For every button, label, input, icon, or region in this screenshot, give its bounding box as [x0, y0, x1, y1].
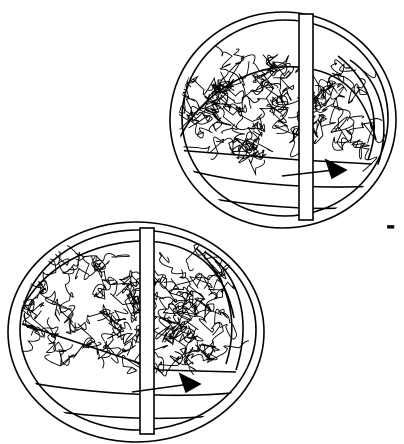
fiber-strand: [327, 75, 345, 99]
fiber-strand: [172, 92, 195, 121]
fiber-strand: [102, 319, 132, 341]
lower-band: [26, 382, 242, 395]
fiber-strand: [184, 317, 198, 353]
fiber-strand: [28, 282, 60, 310]
tangle-fill: [0, 203, 249, 376]
fiber-strand: [103, 341, 135, 356]
fiber-strand: [66, 321, 86, 334]
fiber-strand: [331, 117, 348, 150]
fiber-strand: [52, 203, 83, 260]
fiber-strand: [93, 280, 107, 299]
fiber-strand: [362, 118, 382, 143]
fiber-strand: [45, 291, 59, 321]
tangle-fill: [170, 46, 397, 175]
fiber-strand: [273, 78, 294, 101]
vertical-rod: [140, 228, 154, 434]
vertical-rod: [299, 14, 313, 220]
fiber-strand: [59, 344, 83, 365]
fiber-strand: [186, 244, 221, 271]
tangle-lower-border: [176, 150, 372, 164]
fiber-strand: [60, 274, 75, 322]
lower-ellipse-panel: [0, 203, 264, 442]
separator-mark: -: [386, 209, 395, 240]
fiber-strand: [103, 305, 128, 325]
fiber-strand: [234, 49, 260, 71]
arrowhead: [180, 374, 200, 392]
outer-ring: [170, 12, 396, 228]
fiber-strand: [364, 53, 397, 80]
upper-ellipse-panel: [170, 12, 397, 228]
